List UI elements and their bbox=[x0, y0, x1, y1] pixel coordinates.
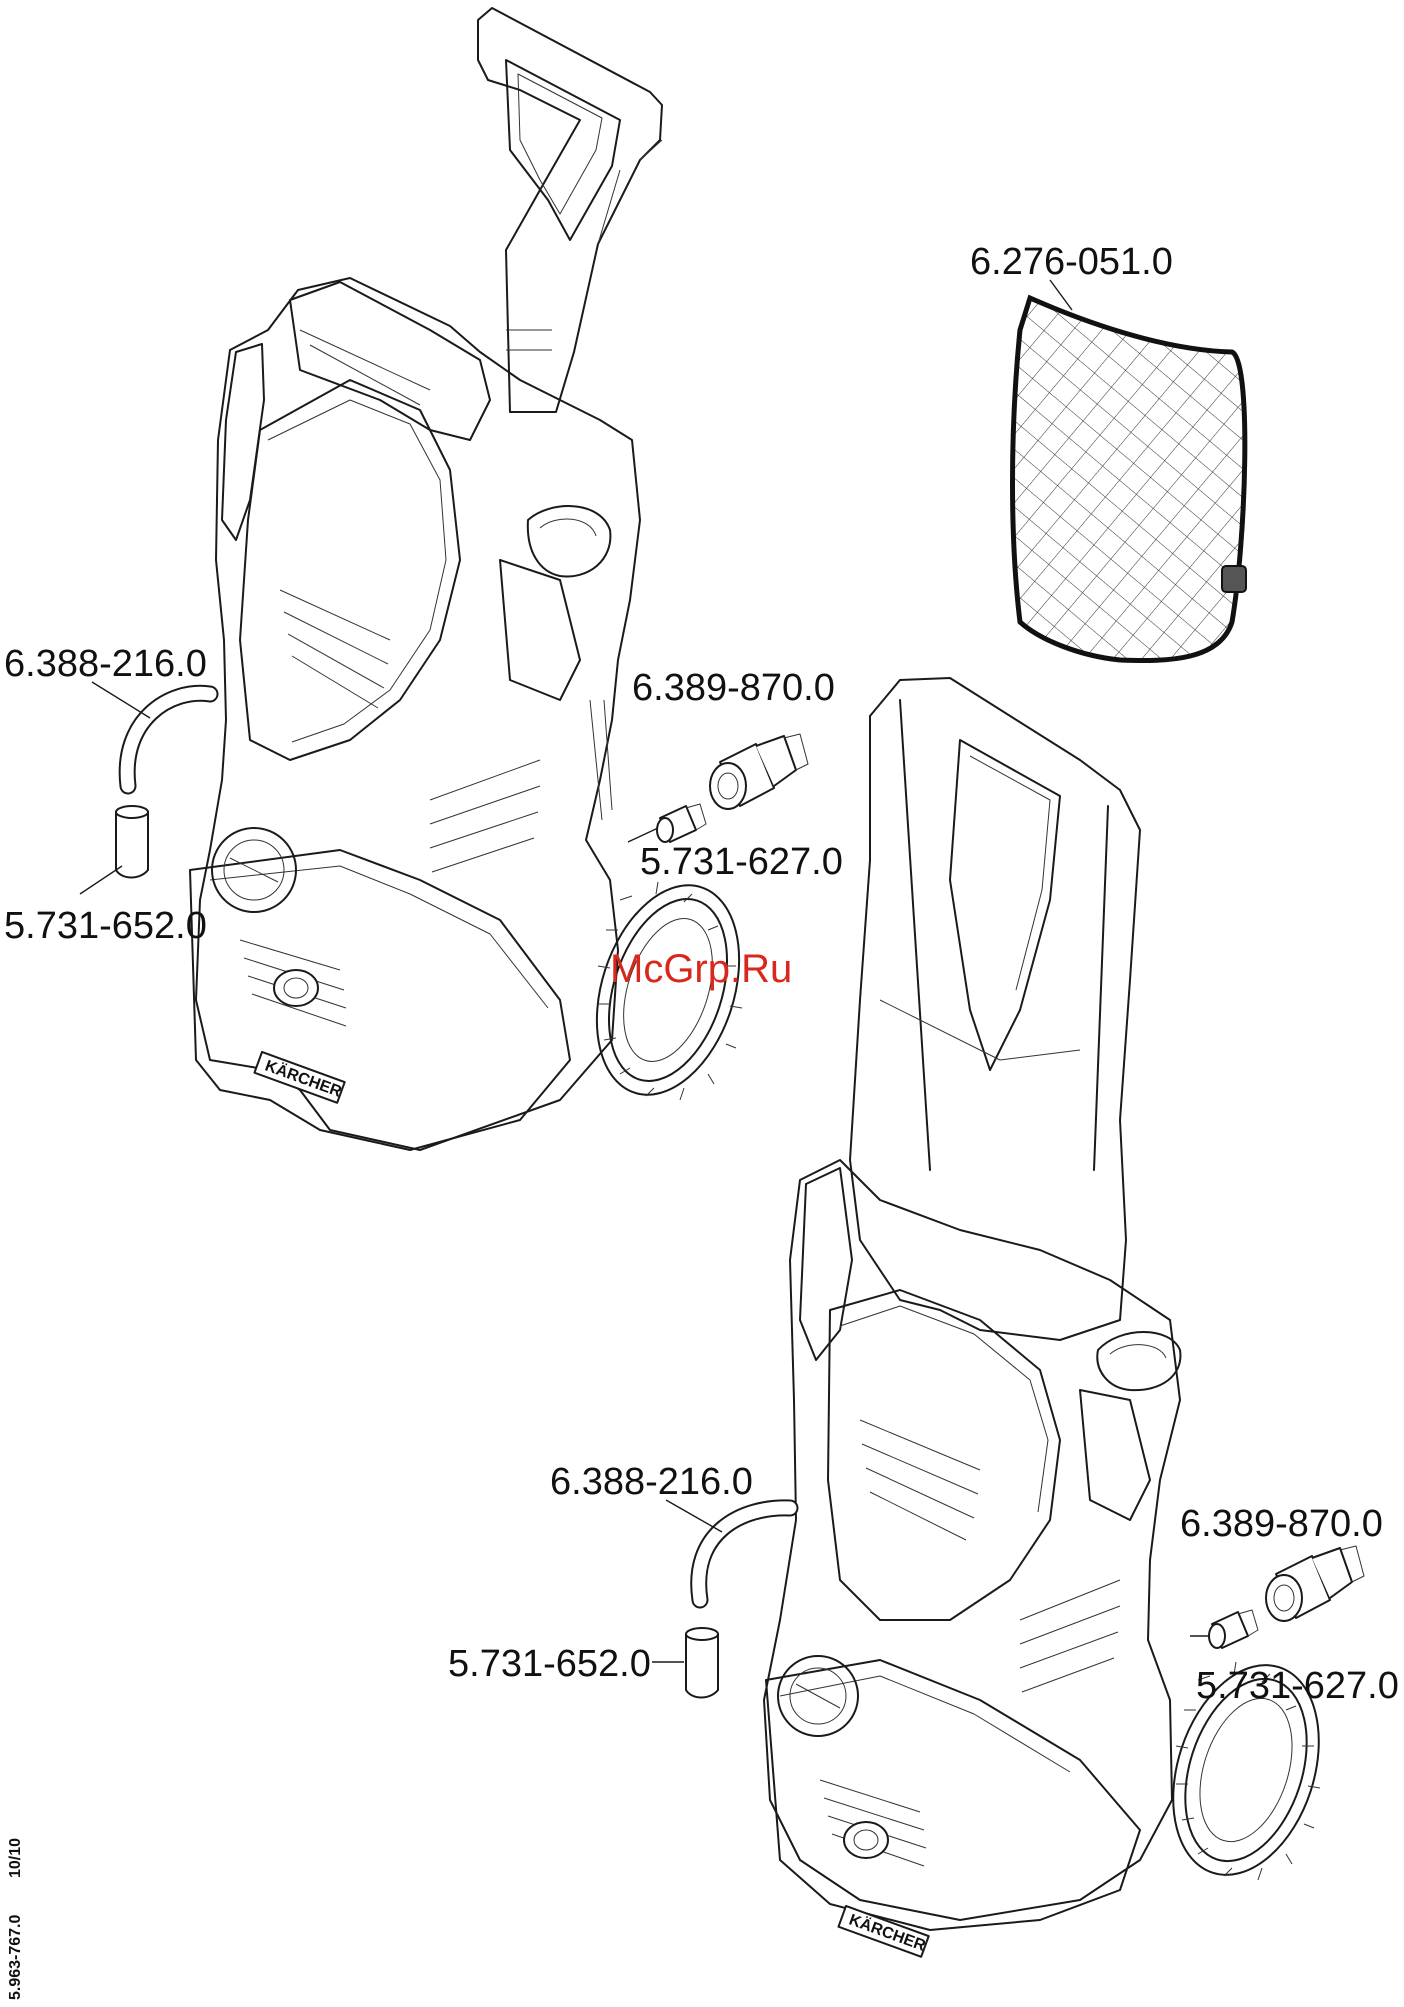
document-code: 5.963-767.0 bbox=[7, 1914, 24, 2000]
watermark: McGrp.Ru bbox=[610, 947, 792, 991]
label-hose-left: 6.388-216.0 bbox=[4, 643, 207, 685]
cap-right-part bbox=[652, 1628, 718, 1698]
coupling-right-part bbox=[1266, 1546, 1364, 1621]
filter-net-part bbox=[990, 280, 1270, 680]
label-nipple-left: 5.731-627.0 bbox=[640, 841, 843, 883]
pressure-washer-right: KÄRCHER bbox=[764, 678, 1344, 1957]
label-coupling-right: 6.389-870.0 bbox=[1180, 1503, 1383, 1545]
hose-left-part bbox=[92, 682, 210, 786]
cap-left-part bbox=[80, 806, 148, 894]
hose-right-part bbox=[666, 1500, 790, 1600]
label-cap-left: 5.731-652.0 bbox=[4, 905, 207, 947]
nipple-right-part bbox=[1190, 1610, 1258, 1648]
brand-plate-right: KÄRCHER bbox=[838, 1906, 929, 1957]
brand-plate-left: KÄRCHER bbox=[254, 1052, 345, 1103]
coupling-left-part bbox=[710, 734, 808, 809]
label-nipple-right: 5.731-627.0 bbox=[1196, 1665, 1399, 1707]
nipple-left-part bbox=[628, 804, 706, 842]
page-number: 10/10 bbox=[7, 1838, 24, 1878]
label-coupling-left: 6.389-870.0 bbox=[632, 667, 835, 709]
label-hose-right: 6.388-216.0 bbox=[550, 1461, 753, 1503]
label-cap-right: 5.731-652.0 bbox=[448, 1643, 651, 1685]
label-filter-net: 6.276-051.0 bbox=[970, 241, 1173, 283]
